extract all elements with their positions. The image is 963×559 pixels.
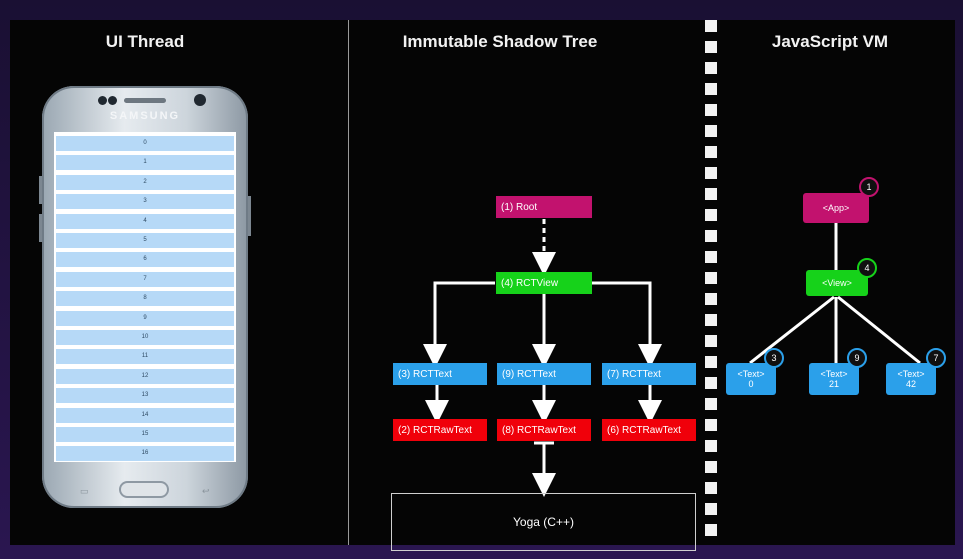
brand-logo: SAMSUNG xyxy=(109,110,181,122)
shadow-raw-text-node: (8) RCTRawText xyxy=(497,419,591,441)
js-text-value: 42 xyxy=(905,379,916,389)
js-text-label: <Text> xyxy=(820,369,848,379)
shadow-raw-text-node: (2) RCTRawText xyxy=(393,419,487,441)
earpiece xyxy=(124,98,166,103)
list-item[interactable]: 3 xyxy=(56,194,234,210)
js-text-value: 21 xyxy=(828,379,839,389)
presentation-slide: UI Thread Immutable Shadow Tree JavaScri… xyxy=(10,20,955,551)
power-button xyxy=(248,196,251,236)
js-text-node: <Text> 42 xyxy=(886,363,936,395)
js-view-label: <View> xyxy=(822,278,852,288)
list-item[interactable]: 0 xyxy=(56,136,234,151)
list-item[interactable]: 13 xyxy=(56,388,234,404)
js-view-badge: 4 xyxy=(857,258,877,278)
list-item[interactable]: 5 xyxy=(56,233,234,248)
view-to-text-arrow xyxy=(423,281,495,368)
list-item[interactable]: 7 xyxy=(56,271,234,287)
connector-layer xyxy=(423,219,921,497)
shadow-text-node: (7) RCTText xyxy=(602,363,696,385)
js-text-badge: 7 xyxy=(926,348,946,368)
volume-button xyxy=(39,176,42,204)
list-item[interactable]: 1 xyxy=(56,155,234,171)
thread-boundary-dashed-line xyxy=(705,20,717,545)
js-app-label: <App> xyxy=(822,203,850,213)
list-item[interactable]: 14 xyxy=(56,407,234,423)
js-text-label: <Text> xyxy=(897,369,925,379)
js-view-node: <View> xyxy=(806,270,868,296)
home-button[interactable] xyxy=(119,481,169,498)
js-text-label: <Text> xyxy=(737,369,765,379)
list-item[interactable]: 12 xyxy=(56,368,234,384)
shadow-text-node: (3) RCTText xyxy=(393,363,487,385)
list-item[interactable]: 4 xyxy=(56,213,234,229)
list-item[interactable]: 10 xyxy=(56,330,234,345)
sensor-icon xyxy=(108,96,117,105)
shadow-raw-text-node: (6) RCTRawText xyxy=(602,419,696,441)
list-item[interactable]: 16 xyxy=(56,446,234,462)
list-item[interactable]: 9 xyxy=(56,310,234,326)
list-item[interactable]: 8 xyxy=(56,291,234,307)
yoga-layout-box: Yoga (C++) xyxy=(391,493,696,551)
shadow-view-node: (4) RCTView xyxy=(496,272,592,294)
list-item[interactable]: 11 xyxy=(56,349,234,365)
view-to-text-arrow xyxy=(592,281,662,368)
list-item[interactable]: 6 xyxy=(56,252,234,268)
column-divider xyxy=(348,20,349,545)
volume-button xyxy=(39,214,42,242)
js-text-badge: 9 xyxy=(847,348,867,368)
ui-thread-title: UI Thread xyxy=(105,32,185,51)
sensor-icon xyxy=(98,96,107,105)
view-to-text-edge xyxy=(749,295,835,365)
js-text-node: <Text> 0 xyxy=(726,363,776,395)
view-to-text-edge xyxy=(837,295,921,365)
js-text-badge: 3 xyxy=(764,348,784,368)
shadow-root-node: (1) Root xyxy=(496,196,592,218)
js-text-value: 0 xyxy=(748,379,754,389)
list-item[interactable]: 2 xyxy=(56,174,234,190)
shadow-tree-title: Immutable Shadow Tree xyxy=(402,32,598,51)
js-app-node: <App> xyxy=(803,193,869,223)
front-camera-icon xyxy=(194,94,206,106)
js-text-node: <Text> 21 xyxy=(809,363,859,395)
js-vm-title: JavaScript VM xyxy=(771,32,889,51)
recent-apps-icon: ▭ xyxy=(80,486,89,496)
back-icon: ↩ xyxy=(202,486,210,496)
js-app-badge: 1 xyxy=(859,177,879,197)
shadow-text-node: (9) RCTText xyxy=(497,363,591,385)
list-item[interactable]: 15 xyxy=(56,427,234,442)
